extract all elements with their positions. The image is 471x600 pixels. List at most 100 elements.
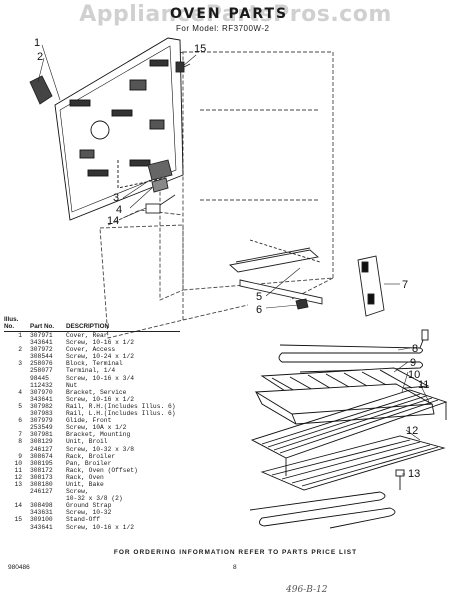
row-description: Screw, 10A x 1/2 <box>66 424 127 432</box>
row-illus-number: 4 <box>18 388 22 396</box>
table-row: 343631 Screw, 10-32 <box>4 509 180 516</box>
row-description: Screw, 10-16 x 1/2 <box>66 395 135 403</box>
row-illus-number <box>4 367 30 374</box>
row-description: Bracket, Mounting <box>66 431 131 439</box>
row-part-number: 343641 <box>30 395 53 403</box>
page-title: OVEN PARTS <box>170 6 289 22</box>
row-description: Screw, 10-16 x 3/4 <box>66 374 135 382</box>
row-illus-number <box>4 424 30 431</box>
row-description: Glide, Front <box>66 417 112 425</box>
row-illus-number: 13 <box>14 480 22 488</box>
row-part-number: 343631 <box>30 509 53 517</box>
row-description: Block, Terminal <box>66 360 123 368</box>
row-part-number: 307982 <box>30 402 53 410</box>
row-part-number: 308195 <box>30 459 53 467</box>
header-illus: Illus. No. <box>4 316 30 332</box>
row-description: Screw, 10-32 <box>66 509 112 517</box>
row-illus-number <box>4 375 30 382</box>
row-part-number: 253549 <box>30 424 53 432</box>
row-illus-number: 12 <box>14 473 22 481</box>
callout-5: 5 <box>256 291 262 303</box>
row-part-number: 258076 <box>30 360 53 368</box>
oven-rack <box>260 435 446 491</box>
row-description: Stand-Off <box>66 516 101 524</box>
row-description: Nut <box>66 381 78 389</box>
row-description: Rail, L.H.(Includes Illus. 6) <box>66 410 176 418</box>
row-part-number: 307970 <box>30 388 53 396</box>
page-number: 8 <box>233 564 237 571</box>
row-description: Screw, <box>66 488 89 496</box>
table-row: 10-32 x 3/8 (2) <box>4 495 180 502</box>
row-part-number: 307979 <box>30 417 53 425</box>
stand-off <box>175 61 191 73</box>
row-description: Rail, R.H.(Includes Illus. 6) <box>66 402 176 410</box>
row-part-number: 308544 <box>30 353 53 361</box>
callout-15: 15 <box>194 43 206 55</box>
row-illus-number: 11 <box>14 466 22 474</box>
bake-unit <box>249 469 405 529</box>
broiler-pan <box>254 383 435 425</box>
row-illus-number <box>4 446 30 453</box>
callout-6: 6 <box>256 304 262 316</box>
row-part-number: 307972 <box>30 346 53 354</box>
row-part-number: 246127 <box>30 488 53 496</box>
handwritten-note: 496-B-12 <box>286 585 328 595</box>
callout-8: 8 <box>412 343 418 355</box>
row-description: Unit, Broil <box>66 438 108 446</box>
row-illus-number <box>4 495 30 502</box>
row-part-number: 308180 <box>30 480 53 488</box>
callout-1: 1 <box>34 37 40 49</box>
row-part-number: 307971 <box>30 332 53 339</box>
row-description: Rack, Oven <box>66 473 104 481</box>
table-row: 253549 Screw, 10A x 1/2 <box>4 424 180 431</box>
row-illus-number: 8 <box>18 438 22 446</box>
table-row: 246127 Screw, <box>4 488 180 495</box>
row-illus-number <box>4 524 30 531</box>
terminal-block <box>145 159 176 214</box>
row-illus-number <box>4 509 30 516</box>
row-illus-number <box>4 339 30 346</box>
row-illus-number: 2 <box>18 346 22 354</box>
row-illus-number <box>4 382 30 389</box>
callout-labels: 1 2 15 3 4 14 5 6 7 8 9 10 11 12 13 <box>34 37 429 480</box>
row-description: Rack, Broiler <box>66 452 116 460</box>
row-part-number: 343641 <box>30 523 53 531</box>
callout-3: 3 <box>113 192 119 204</box>
callout-4: 4 <box>116 204 122 216</box>
row-part-number: 308674 <box>30 452 53 460</box>
row-illus-number: 1 <box>18 332 22 339</box>
broil-unit <box>278 329 429 373</box>
header-description: DESCRIPTION <box>66 316 180 332</box>
table-row: 343641 Screw, 10-16 x 1/2 <box>4 396 180 403</box>
row-description: Rack, Oven (Offset) <box>66 466 138 474</box>
row-part-number <box>30 495 66 502</box>
row-description: Bracket, Service <box>66 388 127 396</box>
row-illus-number: 15 <box>14 516 22 524</box>
row-description: 10-32 x 3/8 (2) <box>66 495 123 503</box>
row-part-number: 246127 <box>30 445 53 453</box>
leader-lines <box>37 44 431 475</box>
row-part-number: 258077 <box>30 367 53 375</box>
callout-13: 13 <box>408 468 420 480</box>
row-part-number: 307981 <box>30 431 53 439</box>
row-illus-number <box>4 353 30 360</box>
row-part-number: 308498 <box>30 502 53 510</box>
